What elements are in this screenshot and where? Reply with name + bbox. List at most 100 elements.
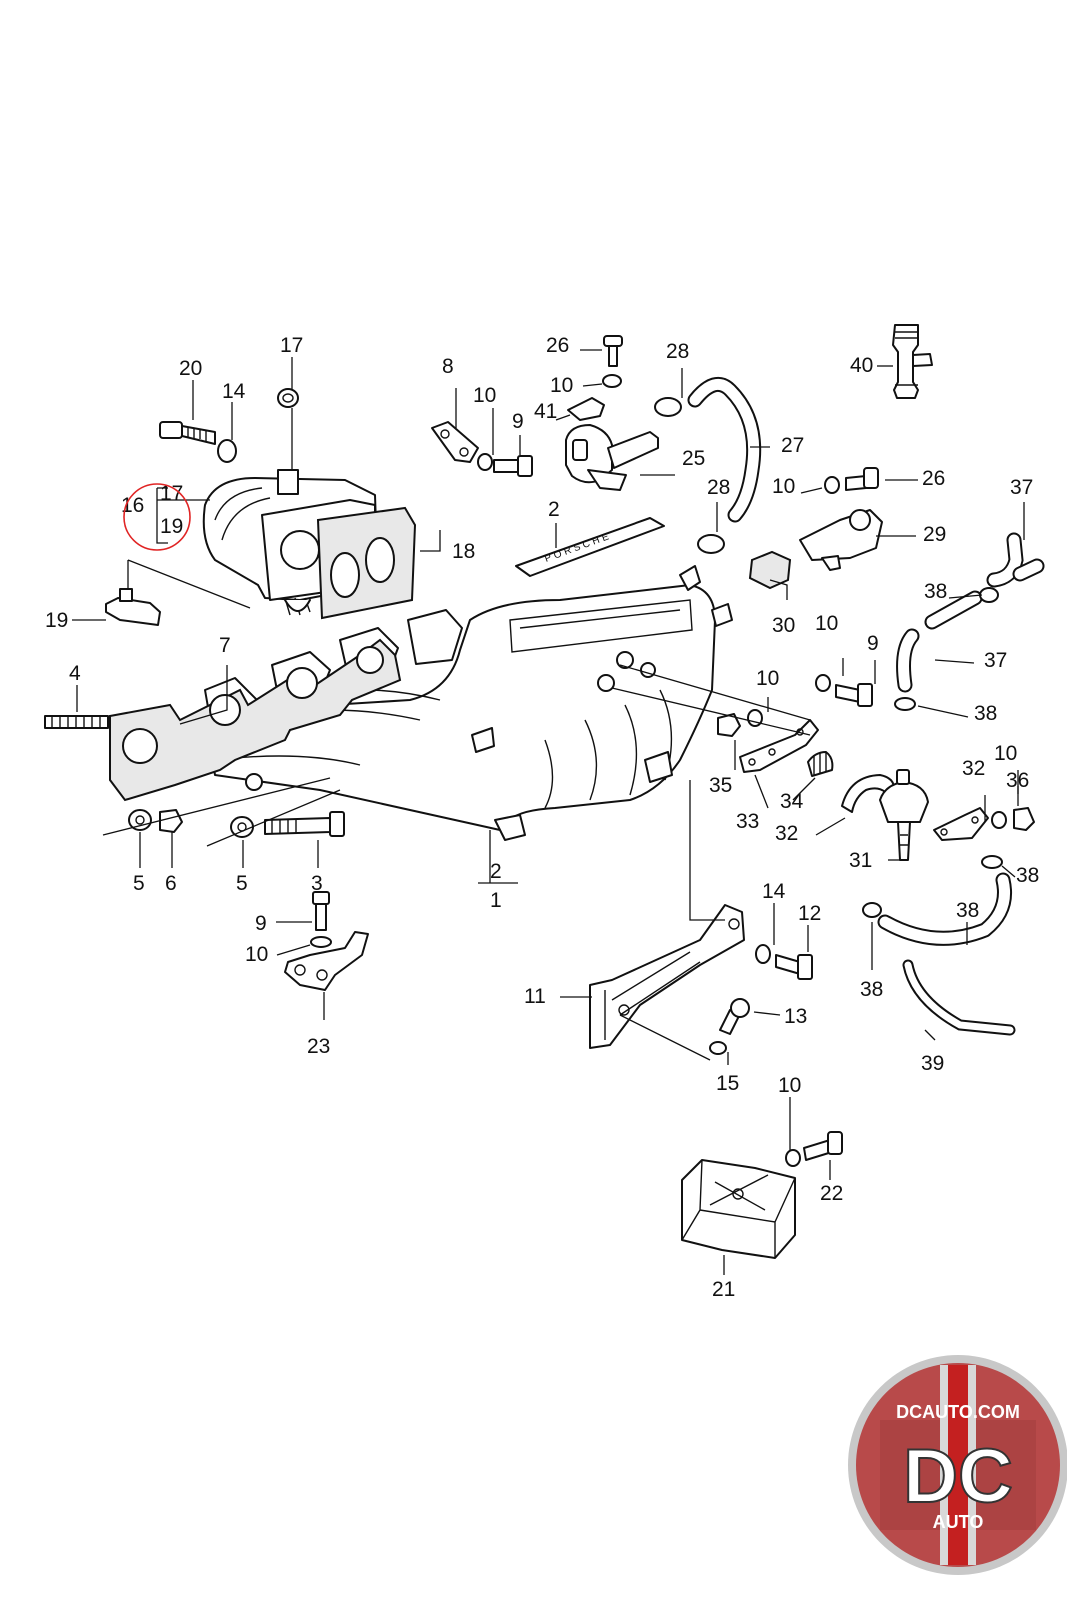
callout-14-top: 14 [222, 380, 246, 403]
logo-sub-text: AUTO [933, 1512, 984, 1532]
stud-4 [44, 715, 109, 729]
bolt-9-right [835, 683, 873, 707]
washer-10-bracket8 [477, 453, 493, 471]
bolt-3 [264, 811, 345, 837]
callout-13: 13 [784, 1005, 807, 1028]
nut-35-right [1013, 807, 1035, 831]
callout-38-mid: 38 [974, 702, 997, 725]
washer-15 [709, 1041, 727, 1055]
clamp-28-lower [697, 534, 725, 554]
hose-36 [986, 532, 1045, 588]
washer-10-right2 [991, 811, 1007, 829]
callout-1: 1 [490, 889, 502, 912]
callout-5-left: 5 [133, 872, 145, 895]
bolt-22 [803, 1131, 843, 1161]
callout-18: 18 [452, 540, 475, 563]
callout-38-bottom: 38 [860, 978, 883, 1001]
callout-12: 12 [798, 902, 821, 925]
screw-13 [719, 998, 750, 1035]
callout-6: 6 [165, 872, 177, 895]
clamp-38-lower [981, 855, 1003, 869]
callout-40: 40 [850, 354, 873, 377]
callout-25: 25 [682, 447, 705, 470]
hose-37-lower [877, 872, 1012, 946]
nut-35-left [717, 713, 741, 737]
callout-3: 3 [311, 872, 323, 895]
hose-39 [902, 959, 1016, 1036]
porsche-plate: PORSCHE [515, 517, 665, 577]
callout-26-right: 26 [922, 467, 945, 490]
bolt-9-bracket8 [493, 455, 533, 477]
washer-10-valve29 [824, 476, 840, 494]
clamp-38-upper [979, 587, 999, 603]
clamp-28-top [654, 397, 682, 417]
dcauto-logo: DCAUTO.COM DC AUTO [848, 1355, 1067, 1575]
regulator-31 [879, 769, 929, 861]
callout-17-bracket: 17 [160, 482, 183, 505]
bracket-11 [589, 904, 745, 1061]
callout-14-lower: 14 [762, 880, 786, 903]
callout-29: 29 [923, 523, 946, 546]
callout-2-upper: 2 [548, 498, 560, 521]
callout-10-lower: 10 [245, 943, 268, 966]
callout-34: 34 [780, 790, 804, 813]
callout-35-left: 35 [709, 774, 732, 797]
leader-lines [72, 349, 1025, 1275]
valve-29 [799, 509, 883, 571]
callout-10-unit: 10 [778, 1074, 801, 1097]
switch-19 [105, 559, 251, 626]
gasket-30 [748, 550, 792, 590]
callout-27: 27 [781, 434, 804, 457]
callout-30: 30 [772, 614, 795, 637]
callout-5-right: 5 [236, 872, 248, 895]
callout-17-top: 17 [280, 334, 303, 357]
control-unit-21 [681, 1159, 796, 1259]
washer-10-right [815, 674, 831, 692]
callout-32-left: 32 [775, 822, 798, 845]
callout-26-top: 26 [546, 334, 569, 357]
callout-39: 39 [921, 1052, 944, 1075]
callout-21: 21 [712, 1278, 735, 1301]
nut-6 [159, 809, 183, 833]
callout-33: 33 [736, 810, 759, 833]
logo-site-text: DCAUTO.COM [896, 1402, 1020, 1422]
throttle-gasket [316, 506, 417, 620]
logo-mark: DC [903, 1434, 1013, 1519]
callout-28-lower: 28 [707, 476, 730, 499]
callout-8: 8 [442, 355, 454, 378]
hose-27 [687, 376, 762, 523]
callout-31: 31 [849, 849, 872, 872]
washer-10-top [602, 374, 622, 388]
callout-19: 19 [45, 609, 68, 632]
callout-10-mid: 10 [815, 612, 838, 635]
callout-7: 7 [219, 634, 231, 657]
callout-38-lower: 38 [1016, 864, 1039, 887]
bracket-23 [284, 891, 369, 991]
manifold-gasket [109, 638, 402, 802]
washer-10-unit [785, 1149, 801, 1167]
screw-26-top [603, 335, 623, 367]
callout-19-bracket: 19 [160, 515, 183, 538]
clip-17 [277, 388, 299, 408]
washer-5-left [128, 809, 152, 831]
callout-11: 11 [524, 985, 546, 1008]
washer-14 [217, 439, 237, 463]
clip-41 [567, 397, 605, 421]
callout-22: 22 [820, 1182, 843, 1205]
callout-38-upper: 38 [924, 580, 947, 603]
hose-37-upper [896, 590, 983, 693]
highlight-circle [123, 483, 191, 551]
callout-9-lower: 9 [255, 912, 267, 935]
clamp-32-right [933, 807, 989, 841]
callout-16: 16 [121, 494, 144, 517]
bolt-20 [159, 421, 216, 445]
callout-28-top: 28 [666, 340, 689, 363]
callout-10-v29: 10 [772, 475, 795, 498]
callout-10-right2: 10 [994, 742, 1017, 765]
callout-37-lower: 38 [956, 899, 979, 922]
washer-5-left-hole [135, 815, 145, 825]
clamp-38-bottom [862, 902, 882, 918]
callouts: 17 20 14 16 17 19 18 19 7 4 5 6 5 3 2 1 … [45, 334, 1039, 1301]
callout-10-top: 10 [550, 374, 573, 397]
callout-35-right: 36 [1006, 769, 1029, 792]
